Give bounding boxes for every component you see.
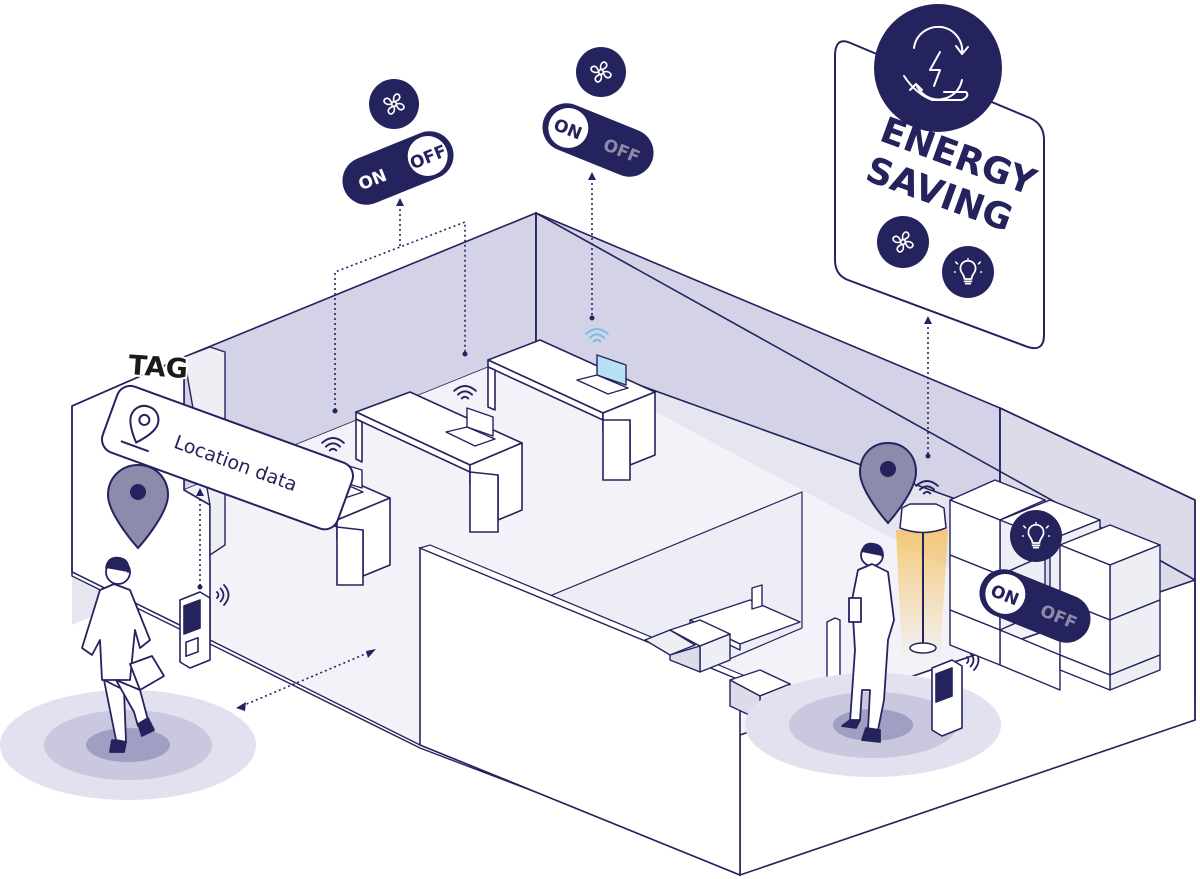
toggle-left[interactable]: ON OFF xyxy=(335,124,461,212)
tag-card-box xyxy=(101,384,354,531)
laptop-icon xyxy=(576,354,629,395)
tag-reader xyxy=(931,659,963,737)
tag-reader xyxy=(179,591,211,669)
energy-cycle-icon xyxy=(903,25,969,101)
tag-card: TAG Location data xyxy=(101,348,354,531)
bulb-badge-card xyxy=(942,246,994,298)
fan-badge-middle xyxy=(576,47,626,97)
tag-title: TAG xyxy=(128,350,189,385)
bulb-badge-storage xyxy=(1010,510,1062,562)
floor-lamp xyxy=(896,503,948,660)
location-pin-icon xyxy=(858,441,918,525)
location-pin-icon xyxy=(106,463,170,550)
connector-arrows xyxy=(196,172,932,711)
person-walking xyxy=(81,556,165,753)
toggle-right[interactable]: ON OFF xyxy=(972,562,1098,650)
location-pin-outline-icon xyxy=(120,404,160,453)
fan-badge-left xyxy=(369,79,419,129)
fan-badge-card xyxy=(877,216,929,268)
laptop-icon xyxy=(445,407,496,447)
energy-saving-card: ENERGY SAVING xyxy=(834,4,1045,350)
connector-lines xyxy=(199,178,929,707)
person-standing xyxy=(841,542,895,743)
toggle-middle[interactable]: ON OFF xyxy=(535,96,661,184)
